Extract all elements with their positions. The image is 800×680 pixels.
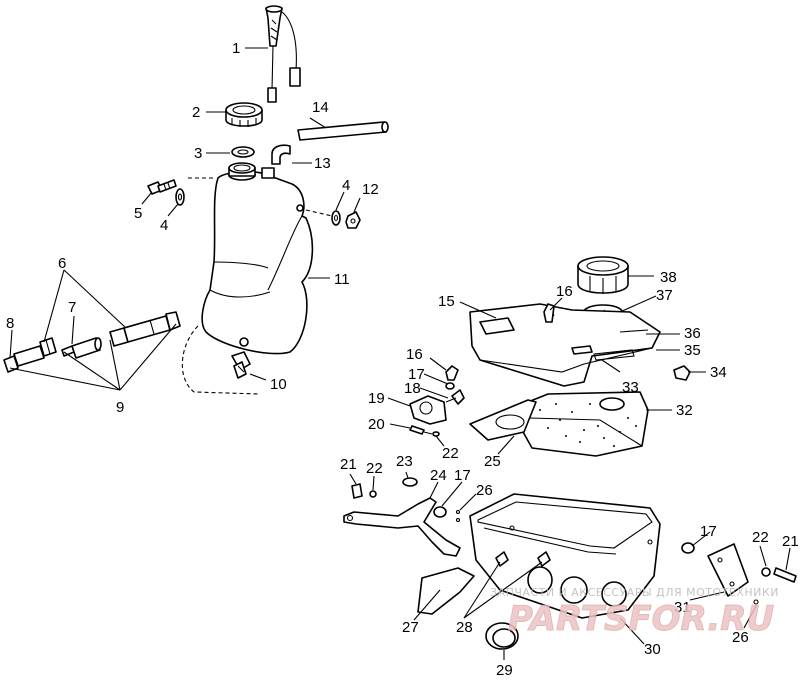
part-number-3: 3 xyxy=(194,145,202,162)
part-number-9: 9 xyxy=(116,399,124,416)
part-number-6: 6 xyxy=(58,255,66,272)
part-number-38: 38 xyxy=(660,269,677,286)
washer-right-lower xyxy=(761,567,771,577)
air-filter-cap xyxy=(577,256,629,294)
part-number-28: 28 xyxy=(456,619,473,636)
part-numbers: 1 2 3 13 14 5 4 4 12 11 10 6 7 8 9 38 15… xyxy=(6,40,799,679)
leader-lines xyxy=(9,47,791,660)
drain-fitting xyxy=(231,351,251,379)
guide-line-right xyxy=(305,209,333,217)
filter-gasket xyxy=(469,399,537,441)
bolt-left xyxy=(351,483,363,499)
fuel-line-assembly xyxy=(3,311,181,373)
part-number-16-lower: 16 xyxy=(406,346,423,363)
part-number-11: 11 xyxy=(334,271,350,288)
support-bracket xyxy=(417,567,475,615)
fuel-cap xyxy=(225,102,263,127)
fuel-tank xyxy=(201,162,314,355)
washer-left-lower xyxy=(369,490,377,498)
part-number-35: 35 xyxy=(684,342,701,359)
air-filter-housing xyxy=(521,391,649,457)
air-box-base xyxy=(469,493,661,619)
part-number-33: 33 xyxy=(622,379,639,396)
mounting-bolt xyxy=(147,179,177,195)
watermark: ЗАПЧАСТИ И АКСЕССУАРЫ ДЛЯ МОТОТЕХНИКИ PA… xyxy=(490,586,779,640)
breather-bracket xyxy=(409,395,457,425)
part-number-37: 37 xyxy=(656,287,673,304)
part-number-22-upper: 22 xyxy=(442,445,459,462)
washer-left xyxy=(175,188,185,206)
part-number-21-left: 21 xyxy=(340,456,357,473)
part-number-18: 18 xyxy=(404,380,421,397)
mounting-bracket xyxy=(343,497,461,557)
part-number-22-right: 22 xyxy=(752,529,769,546)
part-number-23: 23 xyxy=(396,453,413,470)
part-number-17-upper: 17 xyxy=(408,366,425,383)
part-number-16-upper: 16 xyxy=(556,283,573,300)
part-number-1: 1 xyxy=(232,40,240,57)
rubber-pad xyxy=(402,477,418,487)
fuel-gauge-sender xyxy=(265,5,301,103)
part-number-24: 24 xyxy=(430,467,447,484)
part-number-8: 8 xyxy=(6,315,14,332)
cap-gasket xyxy=(231,146,255,158)
bolt-right xyxy=(773,567,797,583)
part-number-12: 12 xyxy=(362,181,379,198)
part-number-30: 30 xyxy=(644,641,661,658)
vent-hose xyxy=(297,121,389,141)
part-number-34: 34 xyxy=(710,364,727,381)
hose-clamp-lower xyxy=(445,365,465,405)
clip-right xyxy=(753,599,759,605)
grommet-lower xyxy=(433,506,447,518)
side-plate xyxy=(707,543,749,597)
washer-right xyxy=(331,210,341,226)
part-number-4-left: 4 xyxy=(160,217,168,234)
part-number-15: 15 xyxy=(438,293,455,310)
part-number-27: 27 xyxy=(402,619,419,636)
part-number-29: 29 xyxy=(496,662,513,679)
part-number-32: 32 xyxy=(676,402,693,419)
part-number-31: 31 xyxy=(674,599,691,616)
elbow-fitting xyxy=(271,144,291,165)
part-number-7: 7 xyxy=(68,299,76,316)
guide-line-drain xyxy=(181,325,261,395)
part-number-5: 5 xyxy=(134,205,142,222)
air-box-cover xyxy=(469,303,661,387)
part-number-17-mid: 17 xyxy=(454,467,471,484)
part-number-4-right: 4 xyxy=(342,177,350,194)
grommet xyxy=(673,365,691,381)
watermark-caption: ЗАПЧАСТИ И АКСЕССУАРЫ ДЛЯ МОТОТЕХНИКИ xyxy=(490,586,779,599)
part-number-22-left: 22 xyxy=(366,460,383,477)
part-number-36: 36 xyxy=(684,325,701,342)
retaining-clip-lower xyxy=(455,509,461,523)
grommet-right xyxy=(681,542,695,554)
part-number-26-mid: 26 xyxy=(476,482,493,499)
screw xyxy=(409,425,433,435)
duct-clamp xyxy=(485,622,519,650)
part-number-19: 19 xyxy=(368,390,385,407)
part-number-21-right: 21 xyxy=(782,533,799,550)
part-number-20: 20 xyxy=(368,416,385,433)
part-number-10: 10 xyxy=(270,376,287,393)
watermark-logo: PARTSFOR.RU xyxy=(508,599,774,639)
part-number-13: 13 xyxy=(314,155,331,172)
part-number-26-right: 26 xyxy=(732,629,749,646)
nut xyxy=(345,211,361,229)
lock-washer-upper xyxy=(432,431,440,437)
part-number-25: 25 xyxy=(484,453,501,470)
part-number-2: 2 xyxy=(192,104,200,121)
part-number-14: 14 xyxy=(312,99,329,116)
part-number-17-right: 17 xyxy=(700,523,717,540)
